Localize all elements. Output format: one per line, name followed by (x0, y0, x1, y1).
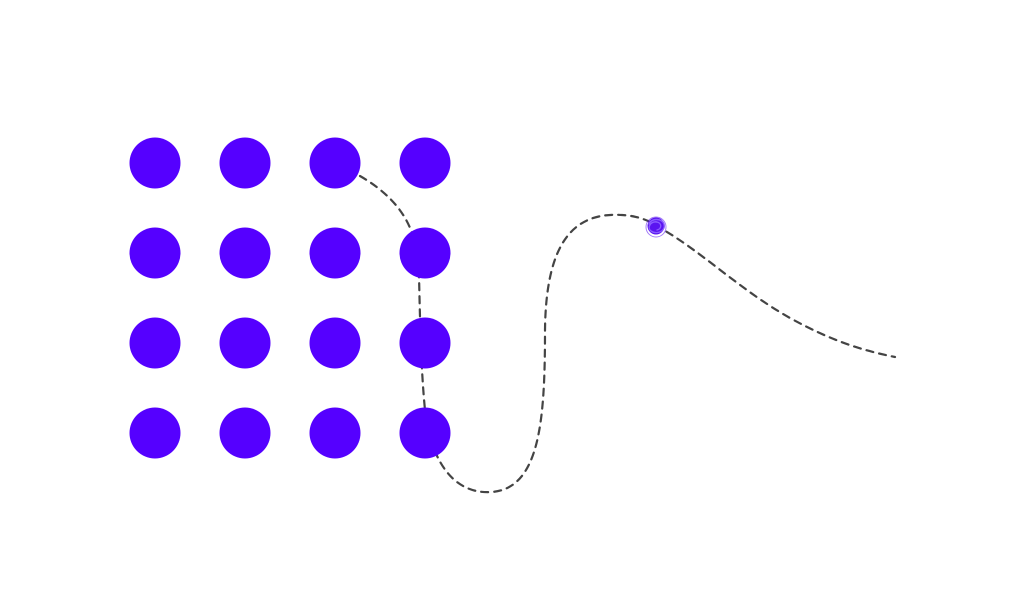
marker-scribble (648, 218, 665, 234)
grid-dot (219, 317, 271, 369)
grid-dot (399, 407, 451, 459)
scribbled-dot-icon (645, 216, 667, 238)
grid-dot (309, 227, 361, 279)
grid-dot (399, 137, 451, 189)
grid-dot (219, 407, 271, 459)
marker-fill (647, 217, 665, 235)
marker-ring (645, 216, 667, 238)
grid-dot (219, 227, 271, 279)
grid-dot (309, 137, 361, 189)
grid-dot (399, 227, 451, 279)
dashed-motion-path (358, 174, 897, 494)
grid-dot (129, 137, 181, 189)
grid-dot (219, 137, 271, 189)
dot-grid (129, 137, 451, 459)
grid-dot (309, 407, 361, 459)
grid-dot (309, 317, 361, 369)
grid-dot (129, 227, 181, 279)
grid-dot (399, 317, 451, 369)
grid-dot (129, 317, 181, 369)
grid-dot (129, 407, 181, 459)
